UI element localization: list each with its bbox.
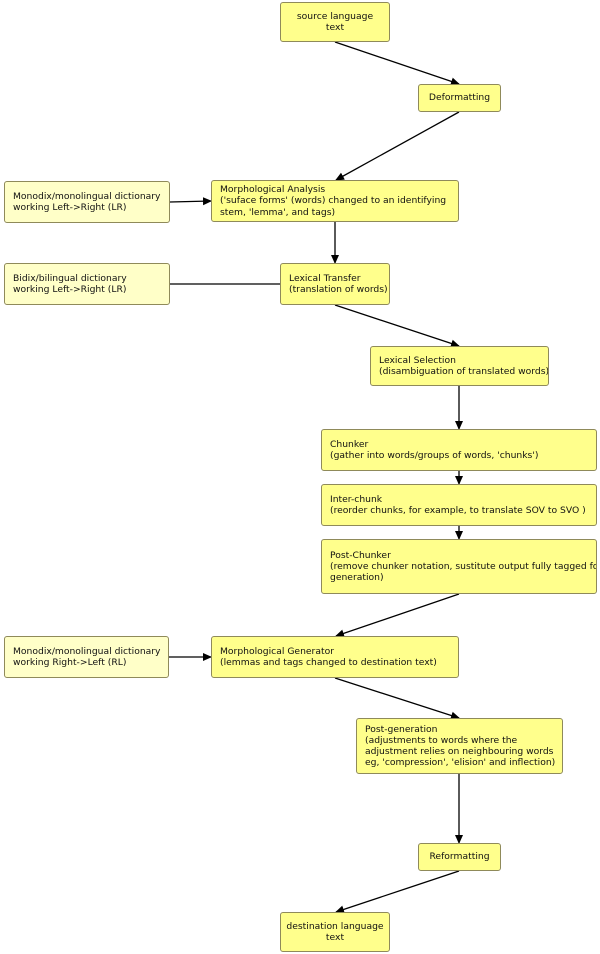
deformatting-text-line: Deformatting — [428, 92, 491, 104]
monodix-lr-text-line: working Left->Right (LR) — [13, 202, 127, 213]
postgeneration-text-line: adjustment relies on neighbouring words — [365, 746, 554, 757]
post-chunker-node: Post-Chunker(remove chunker notation, su… — [321, 539, 597, 594]
morph-analysis-text-line: stem, 'lemma', and tags) — [220, 206, 336, 218]
morphological-generator-node: Morphological Generator(lemmas and tags … — [211, 636, 459, 678]
edge-monodix-lr-to-morph-analysis — [169, 197, 212, 206]
reformatting-text-line: Reformatting — [429, 851, 490, 863]
monodix-rl-text-line: Monodix/monolingual dictionary — [13, 645, 161, 657]
reformatting-node: Reformatting — [418, 843, 501, 871]
source-text-line: text — [325, 22, 345, 33]
inter-chunk-node: Inter-chunk(reorder chunks, for example,… — [321, 484, 597, 526]
diagram-edges — [169, 41, 463, 914]
source-text-line: source language — [296, 10, 374, 22]
edge-postchunker-to-morph-generator — [335, 593, 460, 638]
interchunk-text-line: (reorder chunks, for example, to transla… — [330, 505, 586, 516]
edge-deformatting-to-morph-analysis — [335, 111, 460, 181]
lexical-transfer-node: Lexical Transfer(translation of words) — [280, 263, 390, 305]
postchunker-text-line: generation) — [330, 572, 384, 584]
post-generation-node: Post-generation(adjustments to words whe… — [356, 718, 563, 774]
bidix-lr-text-line: working Left->Right (LR) — [13, 284, 127, 295]
chunker-text-line: (gather into words/groups of words, 'chu… — [330, 450, 539, 461]
interchunk-text-line: Inter-chunk — [330, 493, 383, 505]
postgeneration-text-line: eg, 'compression', 'elision' and inflect… — [365, 757, 556, 769]
morph-analysis-text-line: ('suface forms' (words) changed to an id… — [220, 195, 447, 207]
chunker-text-line: Chunker — [330, 438, 369, 450]
postgeneration-text-line: Post-generation — [365, 723, 438, 735]
postchunker-text-line: (remove chunker notation, sustitute outp… — [330, 560, 597, 572]
chunker-node: Chunker(gather into words/groups of word… — [321, 429, 597, 471]
edge-source-to-deformatting — [334, 41, 460, 86]
postgeneration-text-line: (adjustments to words where the — [365, 734, 518, 746]
postchunker-text-line: Post-Chunker — [330, 549, 391, 561]
morph-generator-text-line: Morphological Generator — [220, 645, 334, 657]
lexical-selection-text-line: Lexical Selection — [379, 354, 456, 366]
monodix-lr-text-line: Monodix/monolingual dictionary — [13, 190, 161, 202]
destination-text-line: text — [325, 932, 345, 943]
monodix-rl-text-line: working Right->Left (RL) — [13, 657, 127, 668]
lexical-transfer-text-line: Lexical Transfer — [289, 272, 361, 284]
deformatting-node: Deformatting — [418, 84, 501, 112]
edge-morph-generator-to-postgeneration — [334, 677, 460, 720]
lexical-selection-text-line: (disambiguation of translated words) — [379, 366, 549, 377]
bidix-lr-text-line: Bidix/bilingual dictionary — [13, 272, 127, 284]
morph-generator-text-line: (lemmas and tags changed to destination … — [220, 657, 437, 668]
lexical-transfer-text-line: (translation of words) — [289, 284, 388, 295]
morphological-analysis-node: Morphological Analysis('suface forms' (w… — [211, 180, 459, 222]
lexical-selection-node: Lexical Selection(disambiguation of tran… — [370, 346, 549, 386]
edge-reformatting-to-destination — [335, 870, 460, 914]
edge-lexical-transfer-to-selection — [334, 304, 460, 348]
destination-text-line: destination language — [286, 920, 384, 932]
morph-analysis-text-line: Morphological Analysis — [220, 184, 326, 196]
